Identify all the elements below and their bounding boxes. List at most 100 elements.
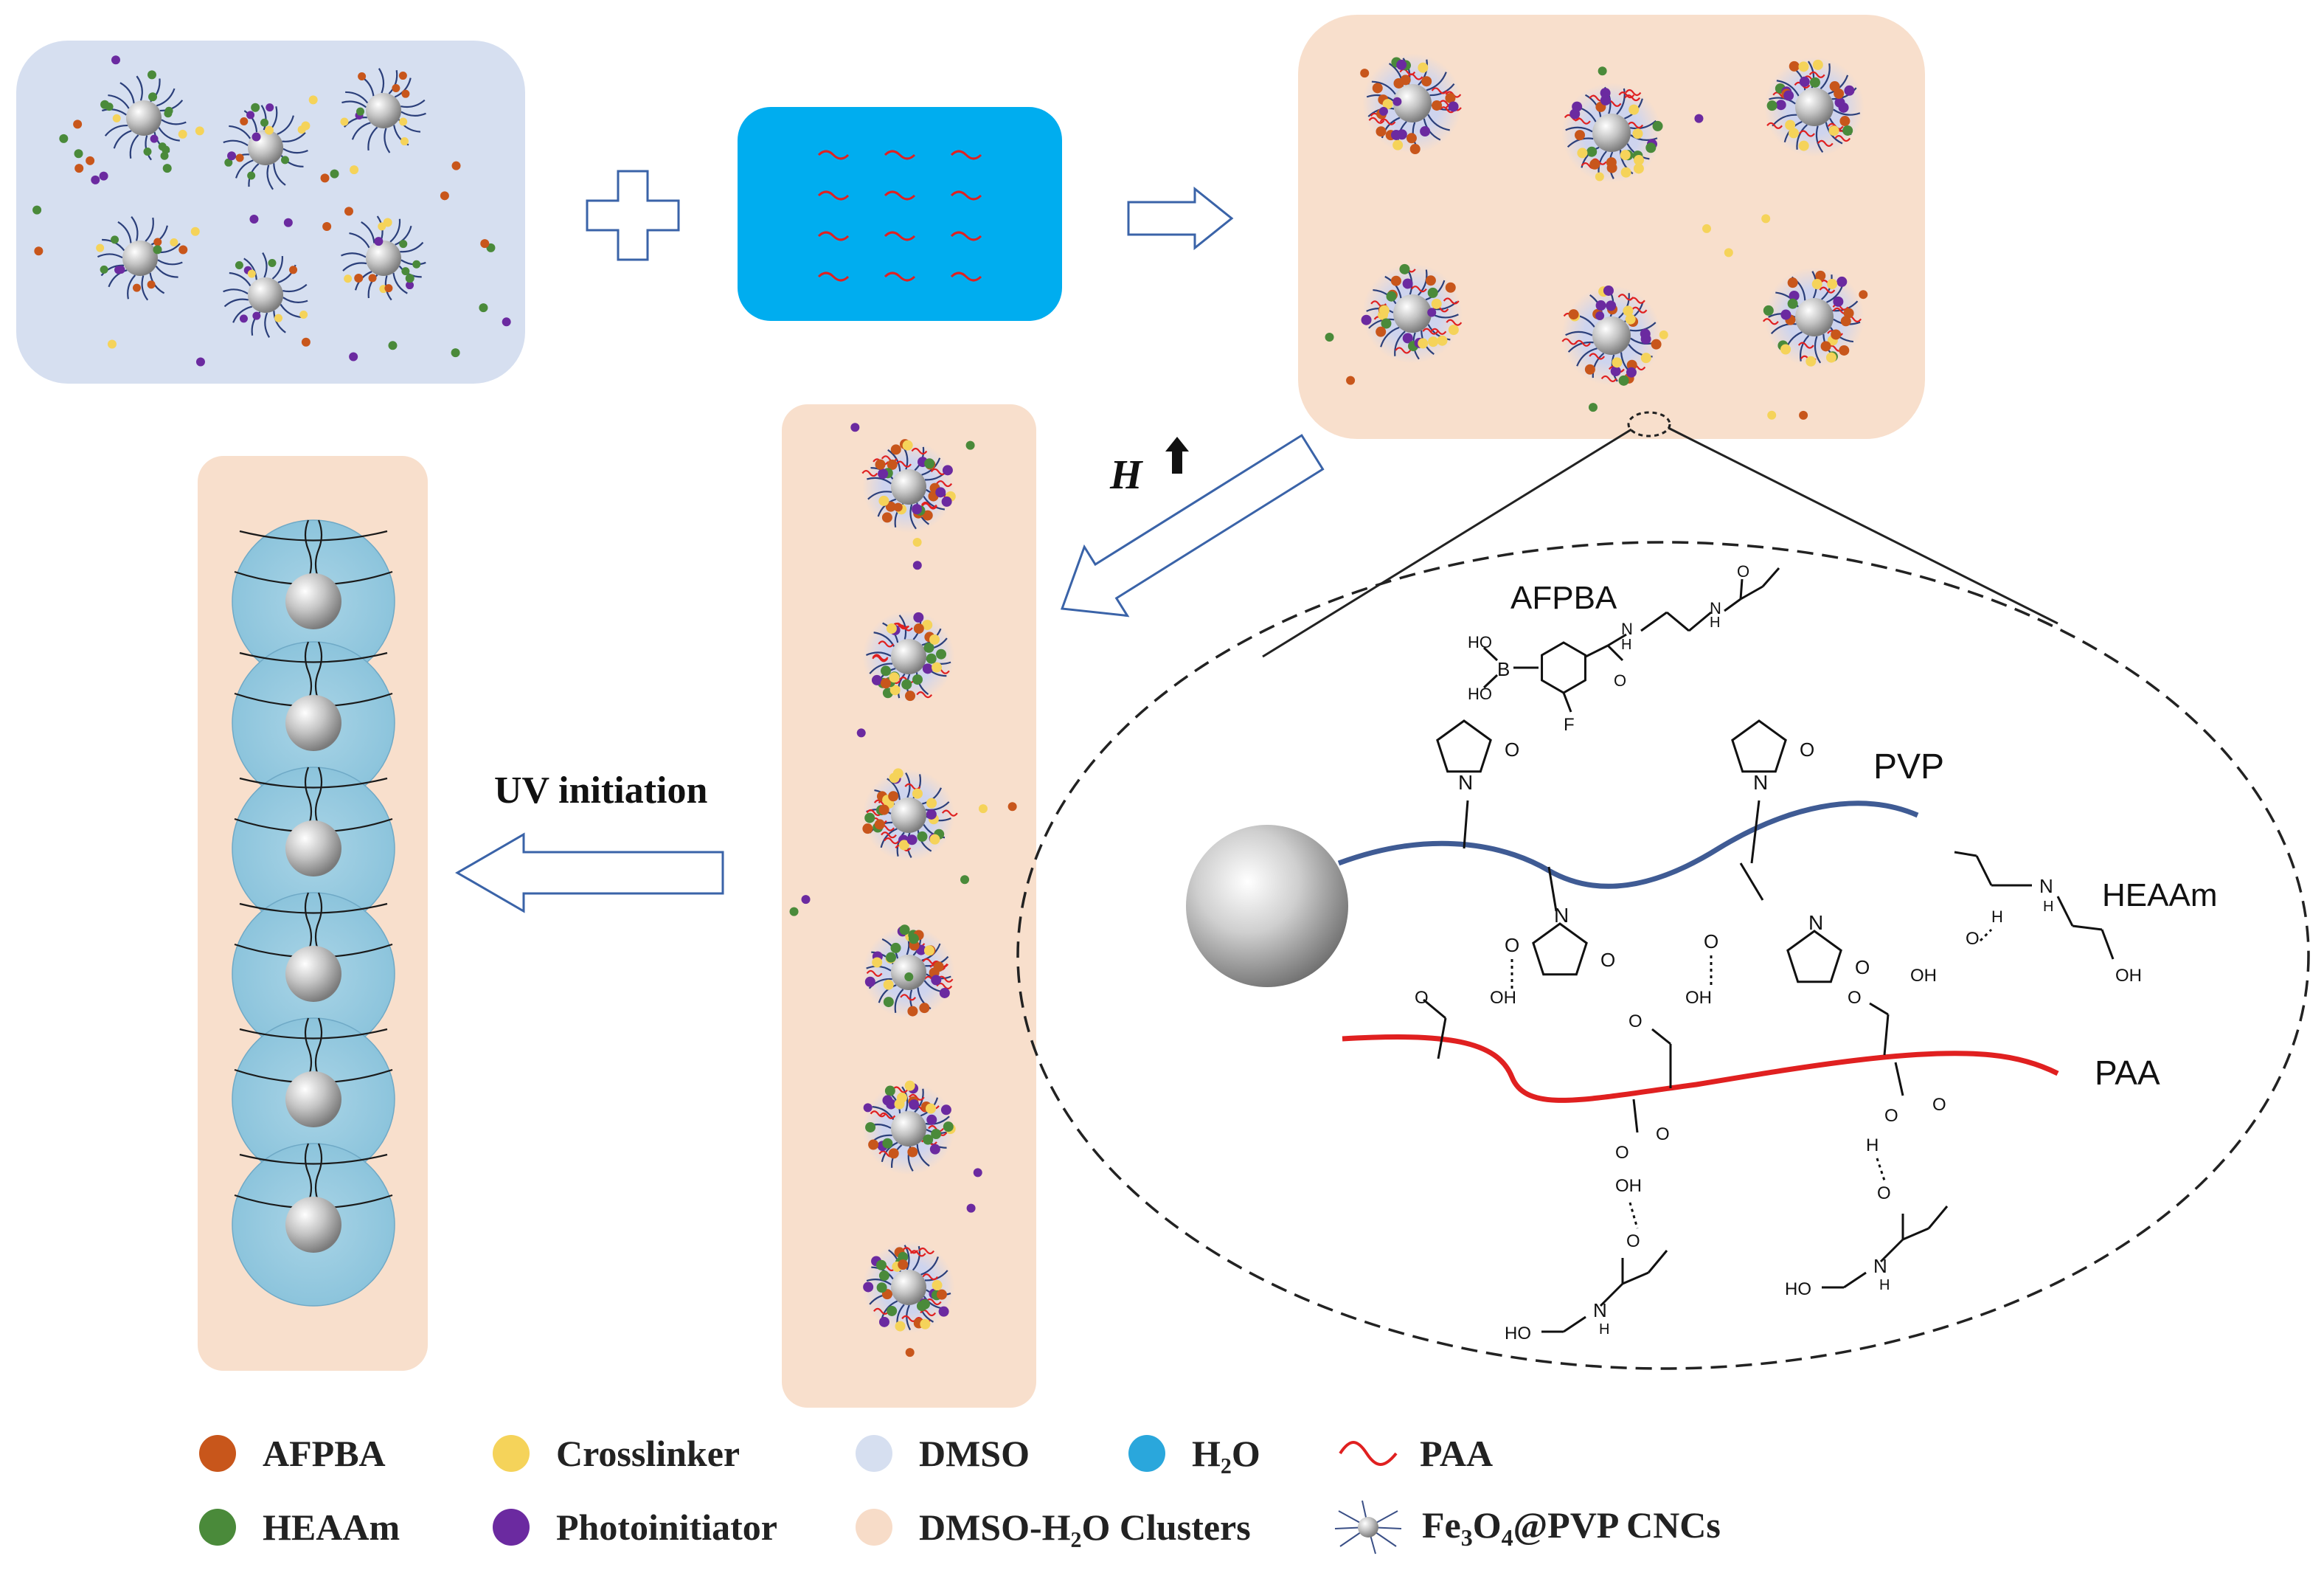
pvp-arm (1800, 335, 1810, 362)
molecule-dot (96, 243, 105, 252)
linker-line (314, 519, 323, 580)
paa-segment (1430, 328, 1447, 335)
molecule-dot (1652, 120, 1663, 131)
heaam-swatch (199, 1509, 236, 1546)
pvp-arm (1630, 134, 1658, 142)
molecule-dot (1820, 341, 1831, 352)
atom-label: OH (2115, 966, 2142, 986)
pvp-arm (1828, 75, 1849, 95)
molecule-dot (1378, 305, 1390, 316)
paa-segment (928, 1125, 944, 1132)
fe3o4-core (1592, 114, 1631, 152)
cnc-particle (1764, 57, 1865, 157)
paa-segment (1368, 117, 1385, 124)
aligned-chain-panel (782, 404, 1036, 1408)
paa-segment (1631, 306, 1648, 314)
molecule-dot (1828, 125, 1839, 136)
molecule-dot (1360, 69, 1370, 78)
molecule-dot (880, 678, 891, 689)
fe3o4-core (891, 639, 926, 674)
pvp-arm (150, 225, 168, 246)
paa-chain-line (1342, 1034, 2059, 1103)
bond (1739, 578, 1744, 600)
molecule-dot (132, 283, 141, 292)
bond (1879, 1238, 1904, 1263)
fe3o4-core-sphere (1186, 825, 1348, 987)
molecule-dot (875, 459, 886, 470)
molecule-dot (932, 662, 943, 673)
cnc-particle-icon (1334, 1500, 1402, 1554)
atom-label: H (1599, 1321, 1609, 1338)
paa-wave (884, 231, 916, 241)
molecule-dot (1623, 305, 1634, 317)
pvp-arm (280, 303, 302, 319)
molecule-dot (160, 151, 169, 160)
magnetic-field-label: H (1109, 452, 1143, 498)
legend-label: Crosslinker (556, 1433, 740, 1474)
molecule-dot (863, 1103, 873, 1113)
bond (1599, 1282, 1624, 1307)
fe3o4-core (285, 946, 341, 1002)
molecule-dot (74, 149, 83, 159)
molecule-dot (1798, 140, 1809, 151)
pvp-arm (909, 504, 917, 530)
atom-label: O (1656, 1124, 1670, 1144)
linker-line (304, 1017, 313, 1078)
molecule-dot (1600, 94, 1611, 106)
molecule-dot (170, 238, 178, 247)
dmso-panel-background (16, 41, 525, 384)
molecule-dot (887, 1305, 898, 1316)
molecule-dot (889, 672, 900, 683)
pvp-arm (914, 1088, 924, 1113)
molecule-dot (905, 1348, 915, 1358)
legend-item-afpba: AFPBA (199, 1424, 386, 1483)
pvp-arm (282, 132, 306, 142)
molecule-dot (1595, 311, 1605, 320)
molecule-dot (153, 238, 162, 246)
molecule-dot (451, 348, 460, 358)
molecule-dot (1427, 287, 1438, 298)
molecule-dot (301, 121, 311, 131)
molecule-dot (895, 1321, 906, 1332)
paa-segment (900, 994, 917, 1001)
molecule-dot (1428, 336, 1439, 347)
molecule-dot (878, 1316, 889, 1327)
bond (1883, 1014, 1890, 1056)
molecule-dot (1595, 172, 1604, 181)
molecule-dot (926, 809, 937, 820)
molecule-dot (147, 70, 156, 80)
molecule-dot (913, 612, 924, 623)
pvp-arm (906, 1304, 912, 1331)
pvp-arm (865, 651, 892, 657)
pvp-arm (1831, 87, 1857, 100)
legend-label: PAA (1420, 1433, 1494, 1474)
molecule-dot (1659, 330, 1668, 339)
pvp-arm (1427, 324, 1451, 341)
molecule-dot (401, 267, 410, 276)
molecule-dot (1812, 59, 1823, 70)
pvp-arm (349, 232, 370, 249)
molecule-dot (1612, 357, 1623, 368)
molecule-dot (1640, 353, 1651, 364)
molecule-dot (1785, 120, 1796, 131)
right-arrow-icon (1127, 186, 1234, 251)
molecule-dot (906, 834, 918, 845)
molecule-dot (1402, 333, 1413, 344)
paa-segment (870, 1110, 887, 1118)
molecule-dot (1448, 101, 1459, 112)
molecule-dot (966, 1203, 976, 1213)
molecule-dot (1378, 106, 1388, 116)
pvp-arm (392, 272, 408, 294)
bond (1688, 611, 1712, 632)
molecule-dot (308, 95, 318, 105)
molecule-dot (883, 997, 894, 1008)
bond (1724, 598, 1741, 612)
pvp-arm (1770, 322, 1797, 335)
molecule-dot (1427, 308, 1437, 317)
pvp-arm (1592, 352, 1605, 378)
molecule-dot (801, 895, 811, 905)
pvp-arm (400, 241, 424, 253)
bond (1437, 1017, 1447, 1059)
molecule-dot (889, 685, 901, 696)
paa-segment (881, 831, 897, 839)
